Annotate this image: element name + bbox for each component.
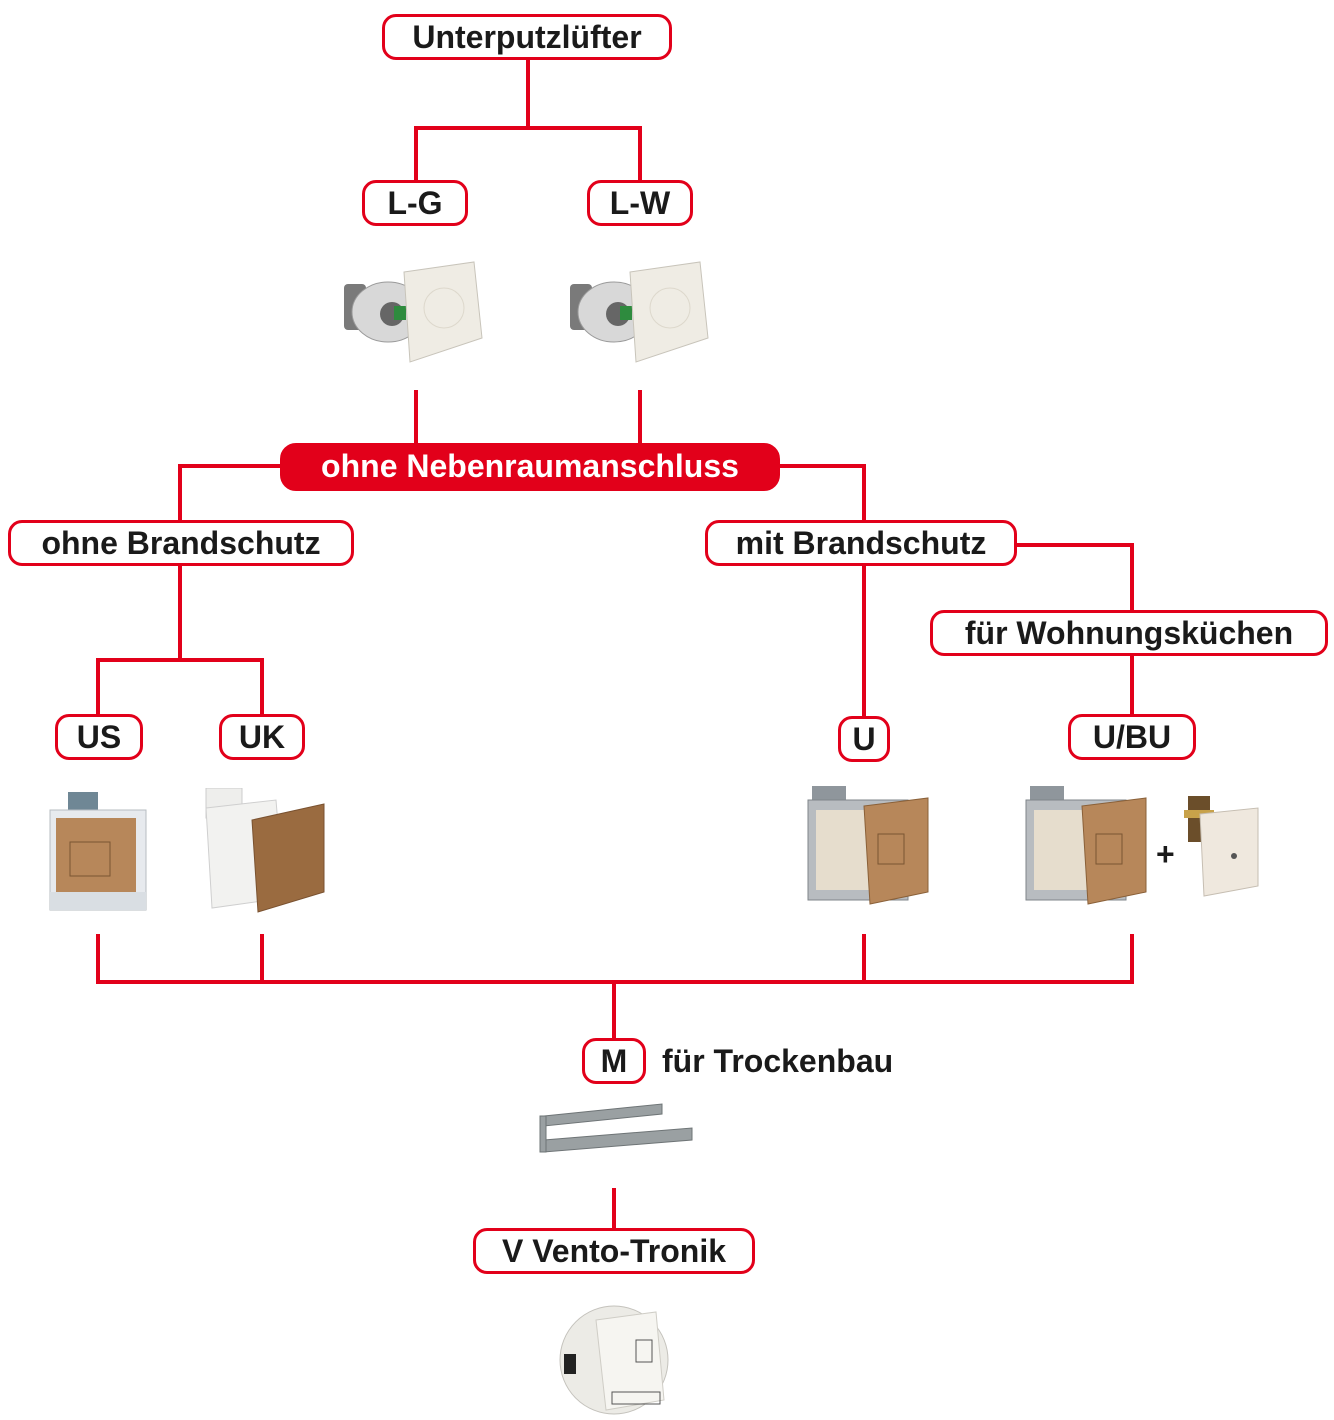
connector-fans xyxy=(414,390,642,452)
m-node: M xyxy=(582,1038,646,1084)
us-node: US xyxy=(55,714,143,760)
uk-node: UK xyxy=(219,714,305,760)
connector-mit-brand xyxy=(862,543,1134,716)
lw-fan-photo-icon xyxy=(570,261,709,363)
m-description: für Trockenbau xyxy=(662,1043,894,1079)
lw-node: L-W xyxy=(587,180,693,226)
vento-tronik-node: V Vento-Tronik xyxy=(473,1228,755,1274)
u-housing-photo-icon xyxy=(807,786,929,905)
us-housing-photo-icon xyxy=(49,792,147,911)
lg-fan-photo-icon xyxy=(344,261,483,363)
wohnungskuechen-node: für Wohnungsküchen xyxy=(930,610,1328,656)
connector-bottom xyxy=(96,934,1134,1042)
u-node: U xyxy=(838,716,890,762)
ubu-cover-photo-icon xyxy=(1184,796,1259,897)
lg-node: L-G xyxy=(362,180,468,226)
uk-housing-photo-icon xyxy=(205,788,325,913)
unterputzluefter-node: Unterputzlüfter xyxy=(382,14,672,60)
mounting-rail-photo-icon xyxy=(539,1103,693,1153)
ubu-node: U/BU xyxy=(1068,714,1196,760)
connector-ohne-brand xyxy=(96,562,264,716)
connector-root xyxy=(414,56,642,182)
ohne-brandschutz-node: ohne Brandschutz xyxy=(8,520,354,566)
ubu-housing-photo-icon xyxy=(1025,786,1147,905)
plus-sign: + xyxy=(1156,836,1175,872)
mit-brandschutz-node: mit Brandschutz xyxy=(705,520,1017,566)
ohne-nebenraumanschluss-node: ohne Nebenraumanschluss xyxy=(280,443,780,491)
connector-ohne-neben xyxy=(178,464,866,524)
vento-tronik-photo-icon xyxy=(559,1305,669,1415)
